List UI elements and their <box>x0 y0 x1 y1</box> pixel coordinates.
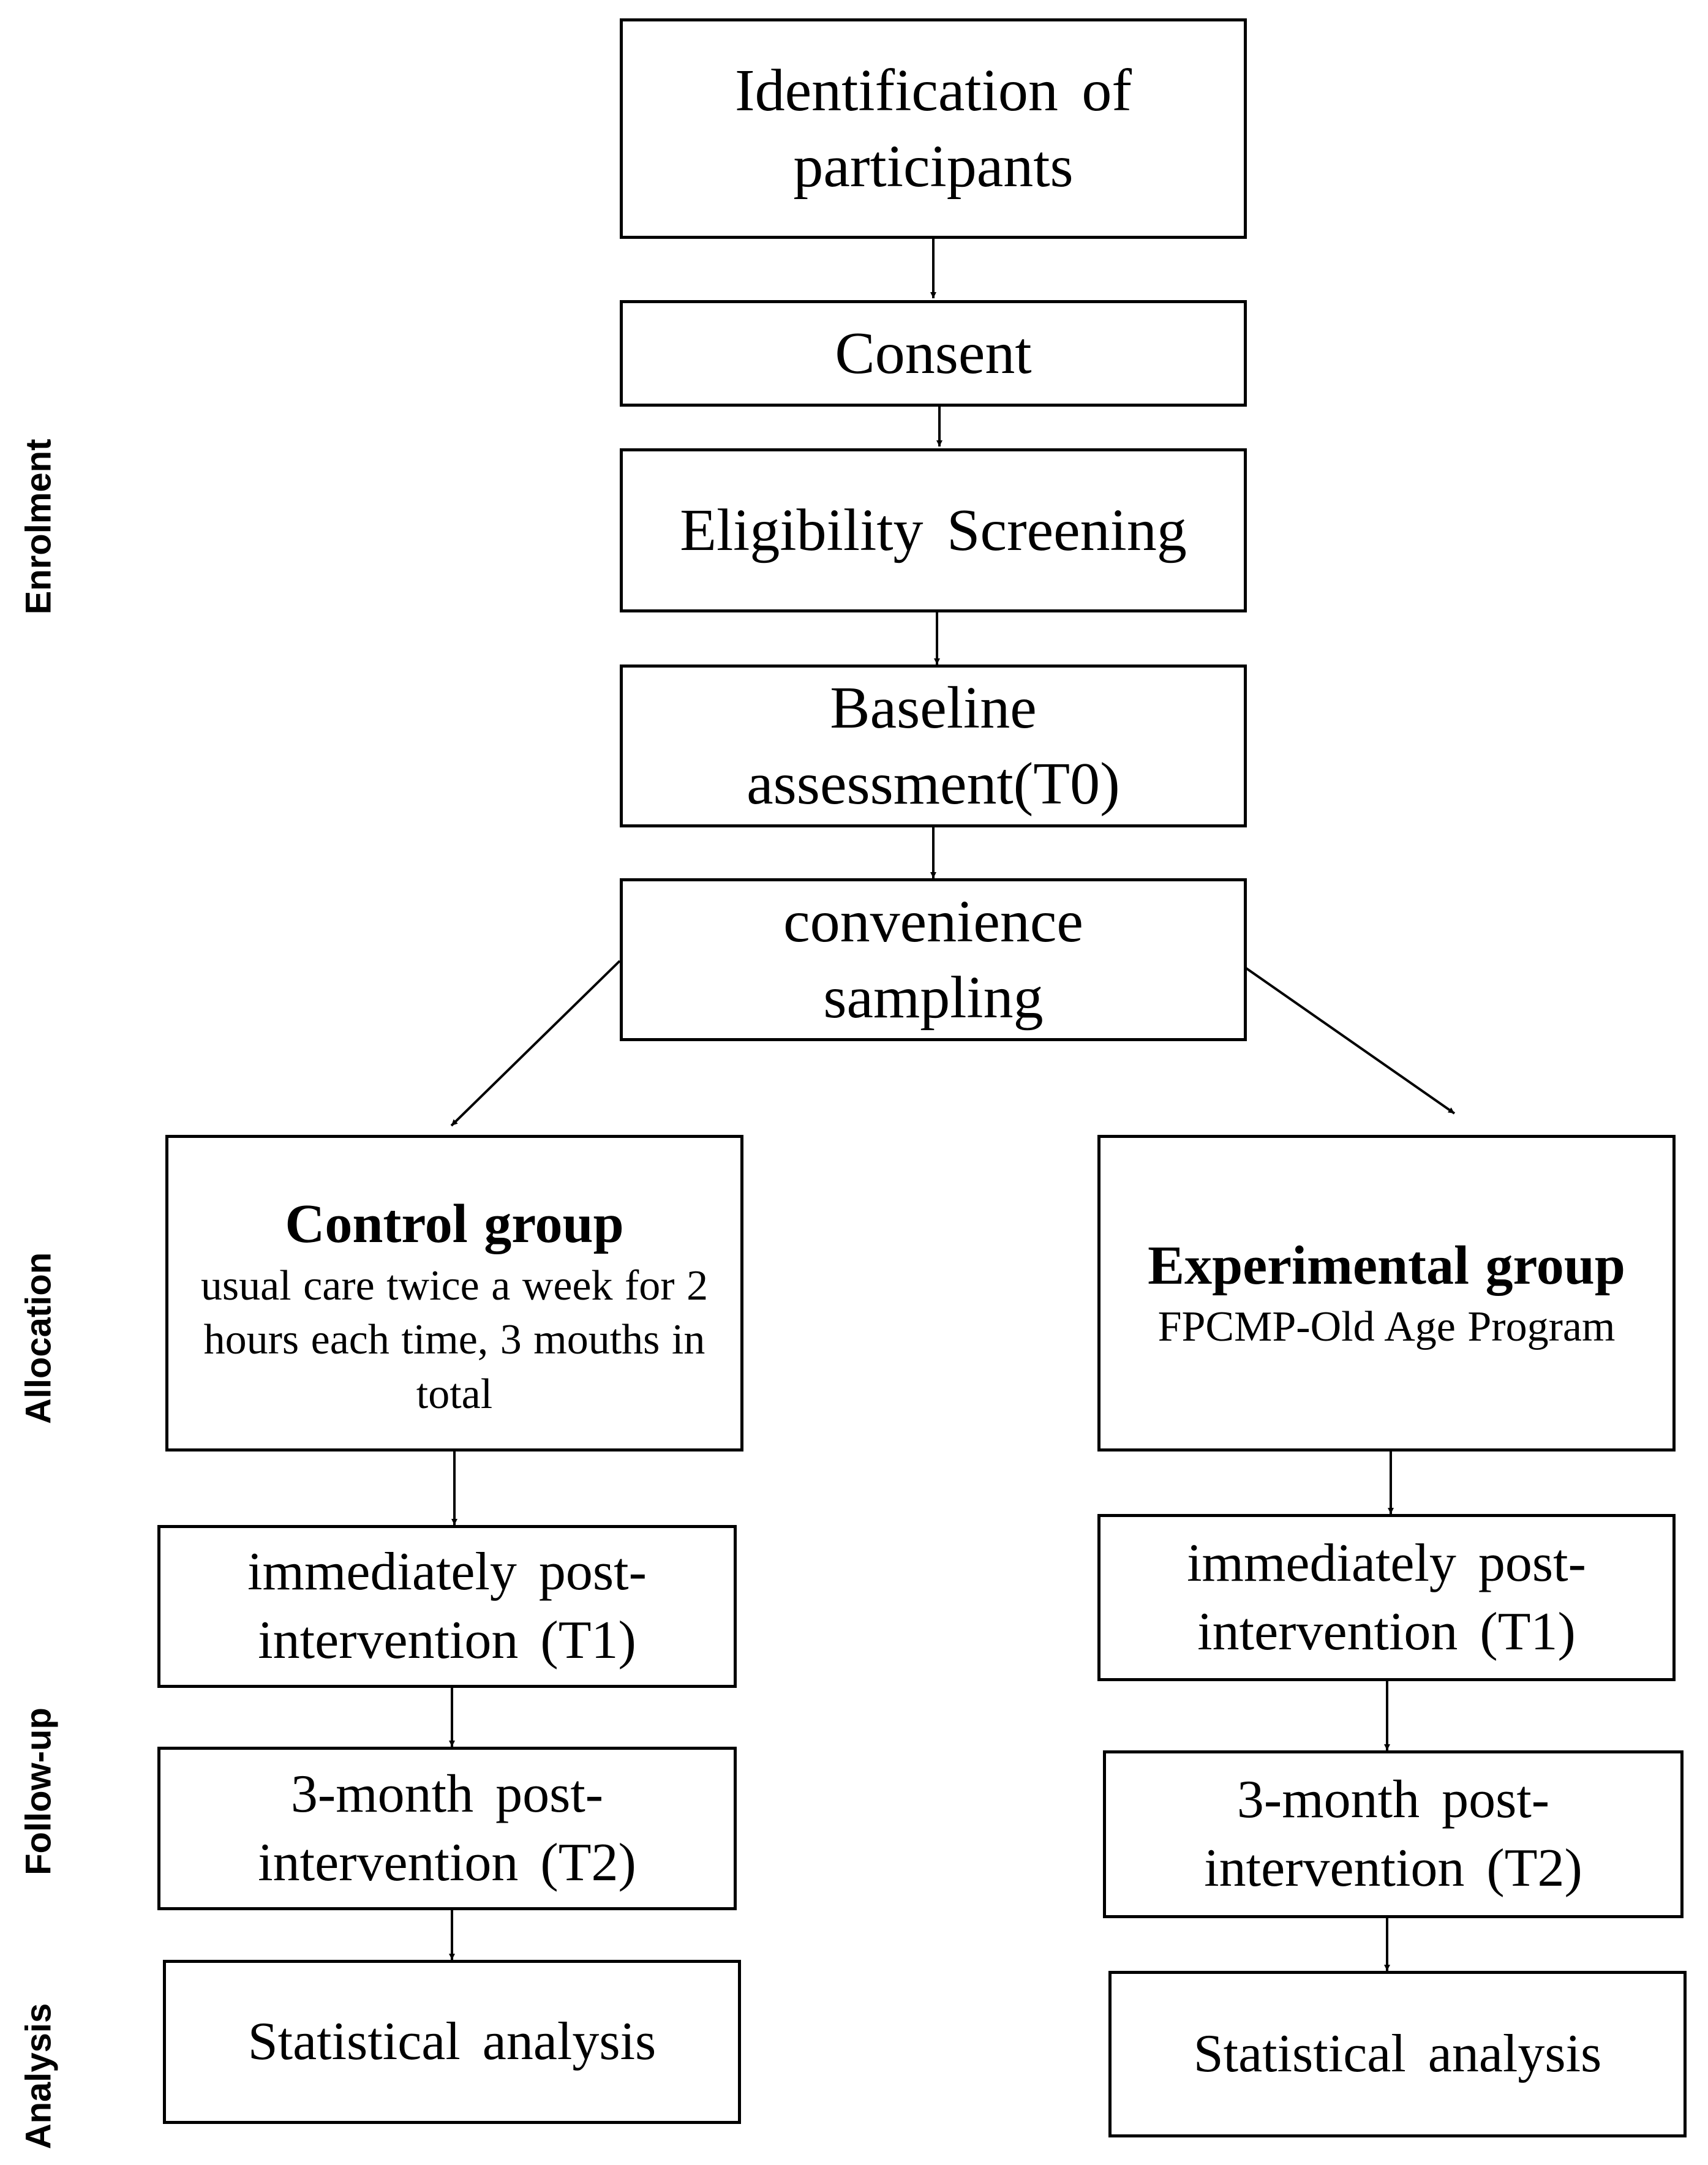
consent-label: Consent <box>835 320 1032 386</box>
control-t1-box: immediately post- intervention (T1) <box>157 1525 737 1688</box>
sampling-line-2: sampling <box>823 965 1044 1031</box>
experimental-analysis-label: Statistical analysis <box>1193 2024 1602 2084</box>
experimental-t1-line-2: intervention (T1) <box>1197 1602 1576 1662</box>
control-group-desc-line-3: total <box>416 1371 493 1418</box>
control-t2-line-2: intervention (T2) <box>258 1832 636 1892</box>
consent-box: Consent <box>620 300 1247 407</box>
sampling-line-1: convenience <box>783 888 1083 955</box>
control-t2-box: 3-month post- intervention (T2) <box>157 1747 737 1910</box>
control-group-box: Control group usual care twice a week fo… <box>165 1135 743 1451</box>
control-t1-line-2: intervention (T1) <box>258 1611 636 1670</box>
control-analysis-box: Statistical analysis <box>163 1960 741 2124</box>
experimental-group-title: Experimental group <box>1148 1235 1625 1296</box>
phase-label-allocation: Allocation <box>18 1252 59 1425</box>
experimental-analysis-box: Statistical analysis <box>1108 1971 1687 2137</box>
control-group-desc-line-2: hours each time, 3 mouths in <box>203 1316 705 1364</box>
convenience-sampling-box: convenience sampling <box>620 878 1247 1041</box>
identification-box: Identification of participants <box>620 18 1247 239</box>
identification-line-2: participants <box>793 134 1074 200</box>
experimental-group-box: Experimental group FPCMP-Old Age Program <box>1097 1135 1676 1451</box>
control-group-title: Control group <box>285 1194 624 1254</box>
experimental-t1-line-1: immediately post- <box>1187 1533 1586 1593</box>
phase-label-enrolment: Enrolment <box>18 439 59 615</box>
experimental-t1-box: immediately post- intervention (T1) <box>1097 1514 1676 1681</box>
phase-label-follow-up: Follow-up <box>18 1708 59 1875</box>
eligibility-screening-label: Eligibility Screening <box>680 497 1187 563</box>
baseline-line-2: assessment(T0) <box>747 751 1120 817</box>
experimental-t2-line-2: intervention (T2) <box>1204 1839 1582 1898</box>
eligibility-screening-box: Eligibility Screening <box>620 448 1247 612</box>
experimental-group-desc: FPCMP-Old Age Program <box>1157 1303 1616 1351</box>
experimental-t2-line-1: 3-month post- <box>1236 1770 1550 1830</box>
control-analysis-label: Statistical analysis <box>247 2012 656 2072</box>
baseline-line-1: Baseline <box>830 674 1037 741</box>
identification-line-1: Identification of <box>734 57 1132 124</box>
control-t2-line-1: 3-month post- <box>290 1764 604 1824</box>
control-t1-line-1: immediately post- <box>247 1542 647 1602</box>
arrow-sampling-to-experimental <box>1245 967 1456 1115</box>
phase-label-analysis: Analysis <box>18 2003 59 2150</box>
arrow-sampling-to-control <box>450 960 621 1127</box>
experimental-t2-box: 3-month post- intervention (T2) <box>1103 1750 1684 1918</box>
baseline-assessment-box: Baseline assessment(T0) <box>620 665 1247 827</box>
control-group-desc-line-1: usual care twice a week for 2 <box>200 1262 709 1309</box>
